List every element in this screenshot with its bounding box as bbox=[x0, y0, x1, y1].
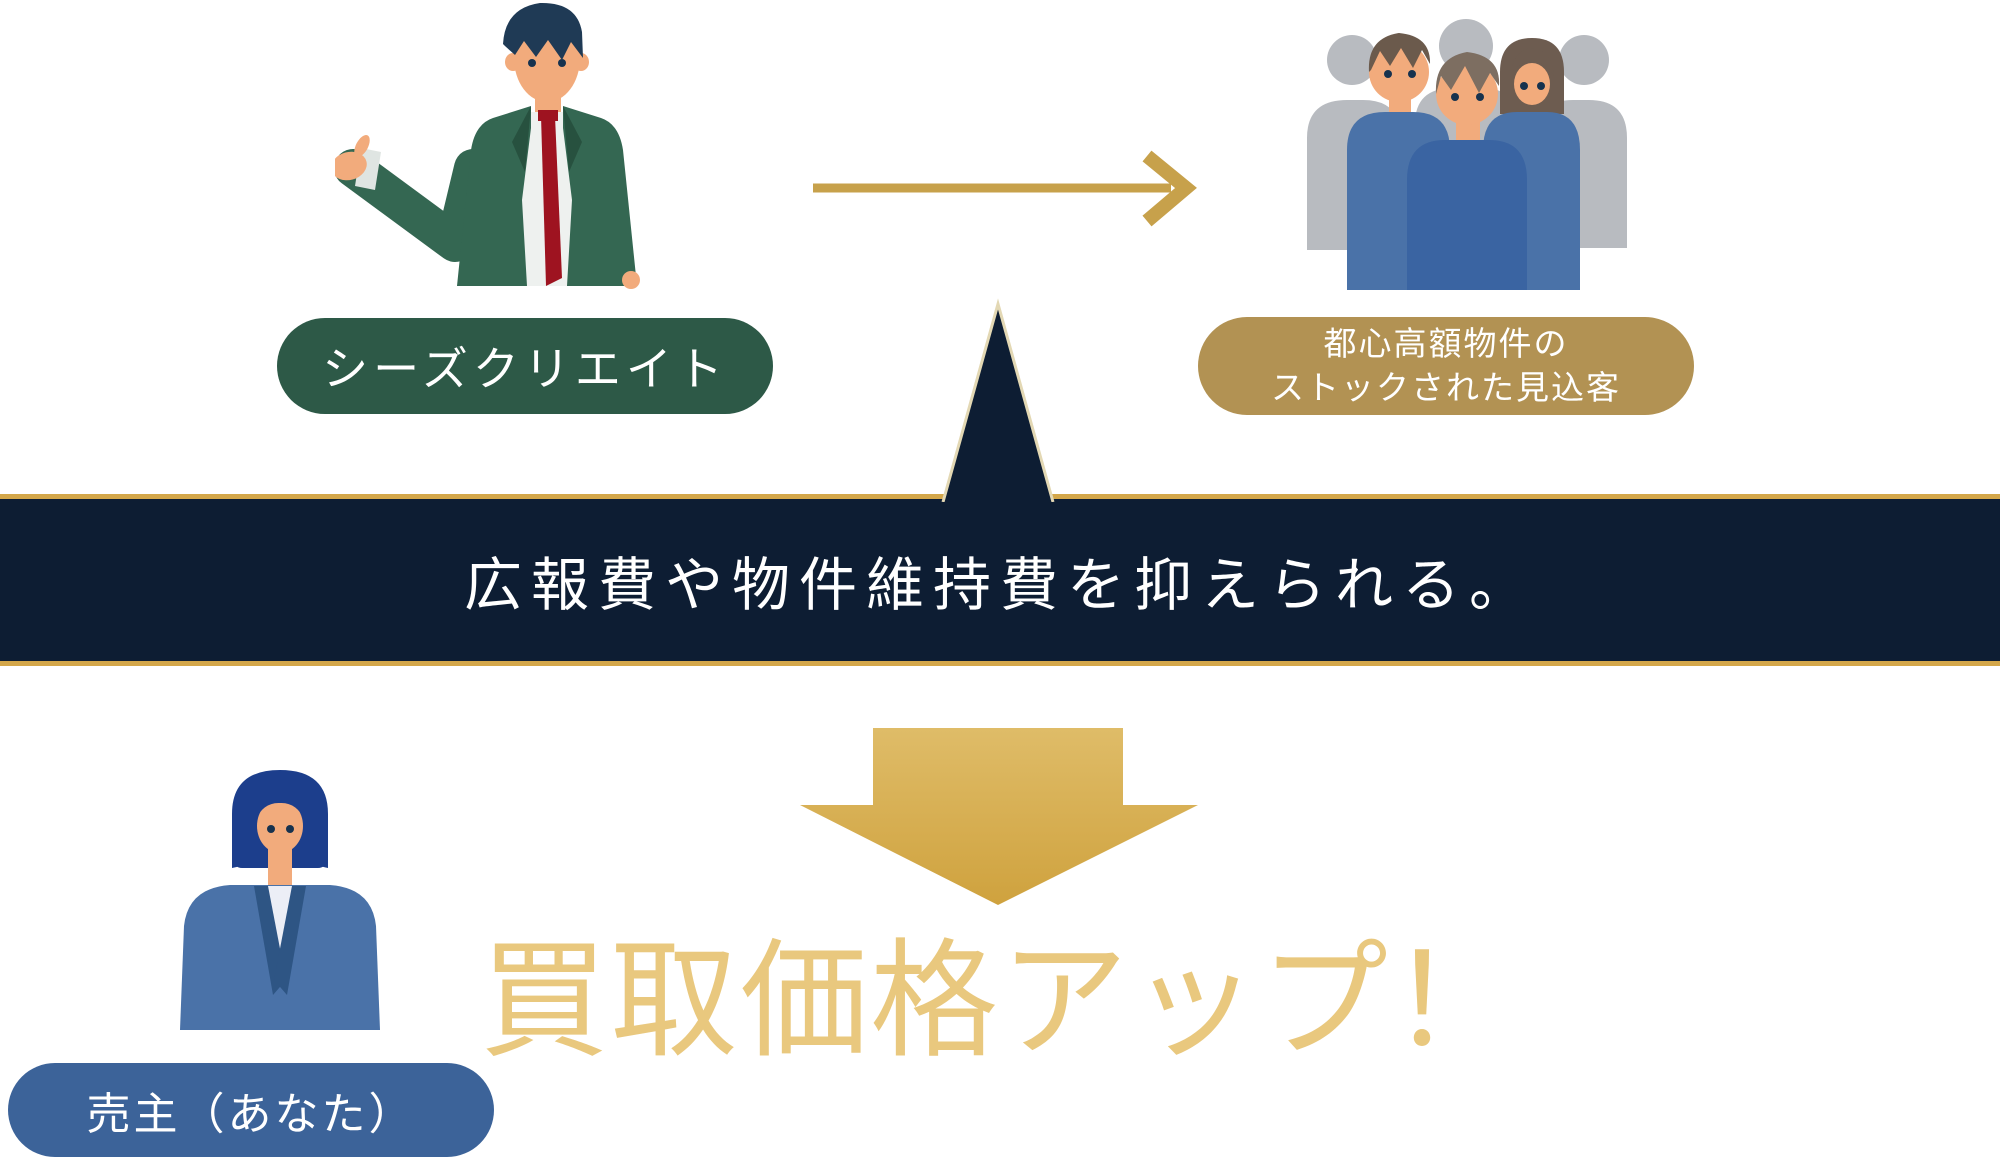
company-label: シーズクリエイト bbox=[322, 342, 728, 396]
seller-label-pill: 売主（あなた） bbox=[8, 1063, 494, 1157]
benefit-banner: 広報費や物件維持費を抑えられる。 bbox=[0, 494, 2000, 666]
down-arrow-icon bbox=[800, 728, 1198, 905]
result-message: 買取価格アップ！ bbox=[479, 927, 1520, 1076]
benefit-banner-text: 広報費や物件維持費を抑えられる。 bbox=[463, 551, 1536, 619]
seller-label: 売主（あなた） bbox=[86, 1089, 416, 1140]
seller-woman-illustration bbox=[180, 770, 380, 1030]
businessman-illustration bbox=[335, 2, 640, 289]
prospects-label-pill: 都心高額物件の ストックされた見込客 bbox=[1198, 317, 1694, 415]
company-label-pill: シーズクリエイト bbox=[277, 318, 773, 414]
right-arrow-icon bbox=[813, 150, 1197, 227]
prospect-group-illustration bbox=[1307, 19, 1627, 290]
prospects-label-line2: ストックされた見込客 bbox=[1271, 368, 1621, 407]
merge-up-triangle-icon bbox=[941, 298, 1055, 502]
prospects-label-line1: 都心高額物件の bbox=[1323, 324, 1569, 364]
